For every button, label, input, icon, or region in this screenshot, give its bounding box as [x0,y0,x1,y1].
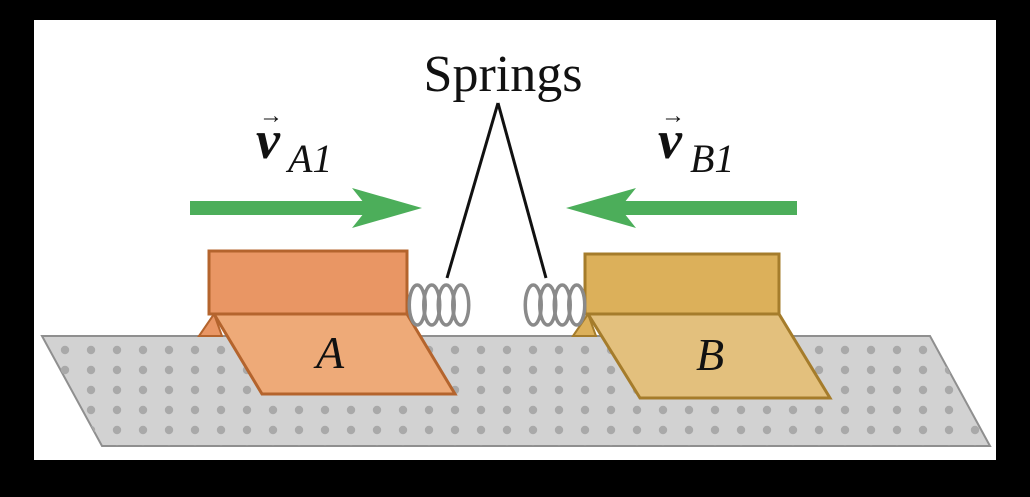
velocity-a-symbol: v [256,110,281,170]
track-dots [42,336,990,446]
block-b-top [583,252,781,316]
velocity-arrow-b [566,188,797,228]
block-b-base [585,312,833,400]
air-track [40,335,992,447]
block-b-label: B [696,329,724,380]
velocity-b-subscript: B1 [690,136,734,181]
block-a-foot [197,311,224,337]
spring-coil [451,283,471,327]
velocity-arrow-b-head [566,188,636,228]
block-a-label: A [313,327,345,378]
velocity-arrow-b-shaft [617,201,797,215]
springs-label: Springs [424,46,583,103]
block-a-top [207,249,409,316]
velocity-arrow-a [190,188,422,228]
block-a-base [211,312,458,396]
velocity-a-subscript: A1 [285,136,332,181]
springs-leader-line-b [496,102,548,279]
springs-leader-line-a [445,102,500,279]
velocity-arrow-a-shaft [190,201,370,215]
spring-b [523,283,587,327]
vector-arrow-icon: → [259,103,283,129]
velocity-label-b: → v B1 [658,103,734,181]
spring-a [407,283,471,327]
velocity-arrow-a-head [352,188,422,228]
velocity-b-symbol: v [658,110,683,170]
spring-coil [567,283,587,327]
vector-arrow-icon: → [661,103,685,129]
velocity-label-a: → v A1 [256,103,332,181]
block-a: A [197,249,458,396]
block-b: B [571,252,833,400]
